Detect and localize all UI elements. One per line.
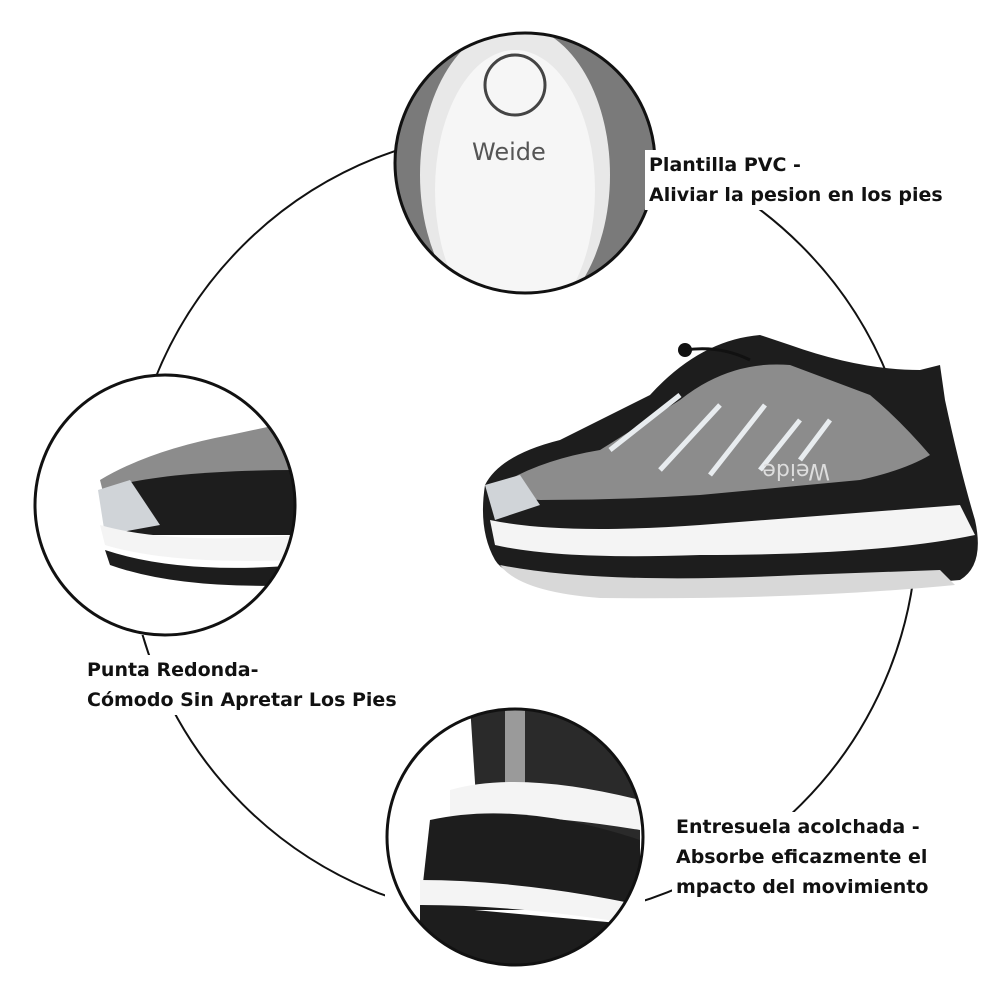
- feature-title: Entresuela acolchada -: [676, 816, 920, 838]
- feature-subtitle-line2: mpacto del movimiento: [676, 876, 929, 898]
- feature-insole-label: Plantilla PVC - Aliviar la pesion en los…: [645, 150, 947, 210]
- brand-logo: Weide: [762, 458, 830, 483]
- feature-subtitle: Aliviar la pesion en los pies: [649, 184, 943, 206]
- feature-toe-label: Punta Redonda- Cómodo Sin Apretar Los Pi…: [83, 655, 401, 715]
- feature-title: Punta Redonda-: [87, 659, 259, 681]
- heel-closeup-image: [385, 707, 645, 967]
- svg-text:Weide: Weide: [472, 138, 546, 166]
- shoe-main-image: Weide: [482, 335, 978, 599]
- feature-midsole-label: Entresuela acolchada - Absorbe eficazmen…: [672, 812, 933, 902]
- insole-closeup-image: Weide: [393, 31, 657, 295]
- feature-subtitle: Cómodo Sin Apretar Los Pies: [87, 689, 397, 711]
- feature-title: Plantilla PVC -: [649, 154, 801, 176]
- toe-closeup-image: [33, 373, 297, 637]
- feature-subtitle: Absorbe eficazmente el: [676, 846, 928, 868]
